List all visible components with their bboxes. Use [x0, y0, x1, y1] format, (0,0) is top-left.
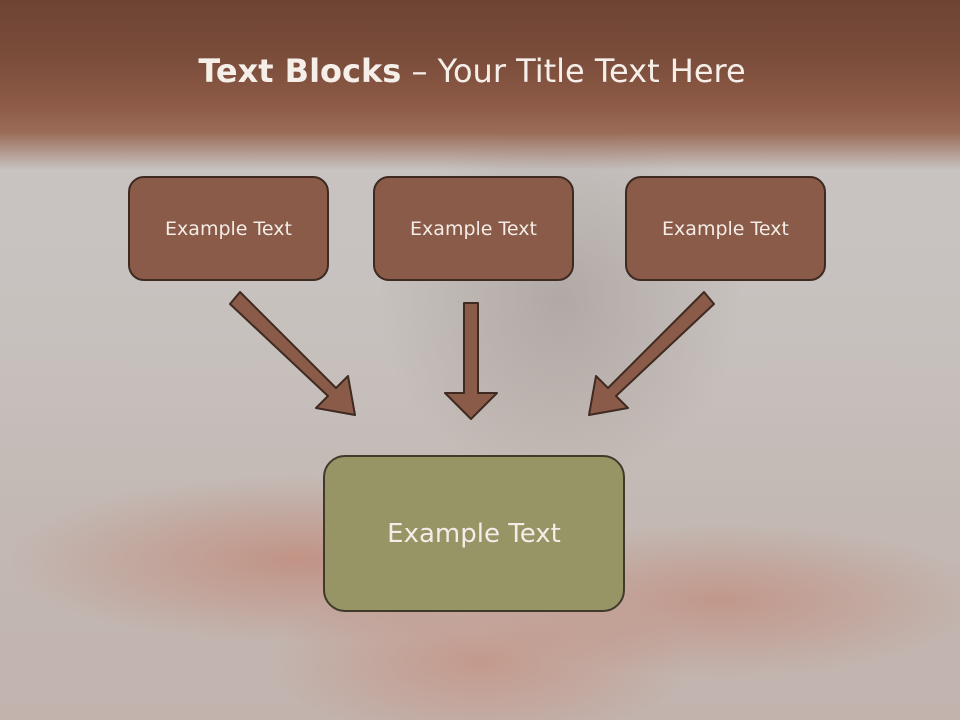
header-band: [0, 0, 960, 170]
text-block-2[interactable]: Example Text: [373, 176, 574, 281]
text-block-3[interactable]: Example Text: [625, 176, 826, 281]
arrow-right: [588, 291, 715, 416]
arrow-center: [444, 302, 498, 420]
text-block-1[interactable]: Example Text: [128, 176, 329, 281]
slide-title: Text Blocks – Your Title Text Here: [0, 52, 944, 90]
arrow-left: [229, 291, 356, 416]
title-rest: – Your Title Text Here: [401, 52, 746, 90]
title-bold: Text Blocks: [198, 52, 402, 90]
target-text-block[interactable]: Example Text: [323, 455, 625, 612]
